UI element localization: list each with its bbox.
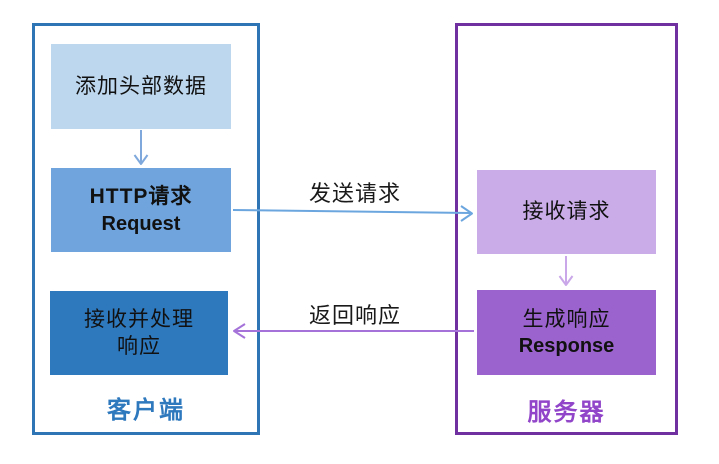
flow-box-label: 接收并处理 [84,307,194,331]
flow-box-label: HTTP请求 [89,185,193,209]
return-response-arrow-label: 返回响应 [308,303,401,328]
send-request-arrow-line [232,209,471,214]
send-request-arrow-label: 发送请求 [308,181,401,206]
flow-box-http-request: HTTP请求 Request [51,168,231,252]
flow-box-label: 响应 [117,335,161,358]
flow-box-label: 生成响应 [522,307,611,331]
client-lane-title: 客户端 [107,397,185,424]
flow-box-label: 添加头部数据 [75,74,207,98]
flow-box-add-header-data: 添加头部数据 [51,44,231,129]
flow-box-sublabel: Request [101,212,181,235]
flow-box-sublabel: Response [518,335,615,358]
flow-box-receive-and-process-response: 接收并处理 响应 [50,291,228,375]
server-lane-title: 服务器 [527,399,606,426]
flow-box-generate-response: 生成响应 Response [477,290,656,375]
flow-box-receive-request: 接收请求 [477,170,656,254]
flow-box-label: 接收请求 [522,200,611,224]
